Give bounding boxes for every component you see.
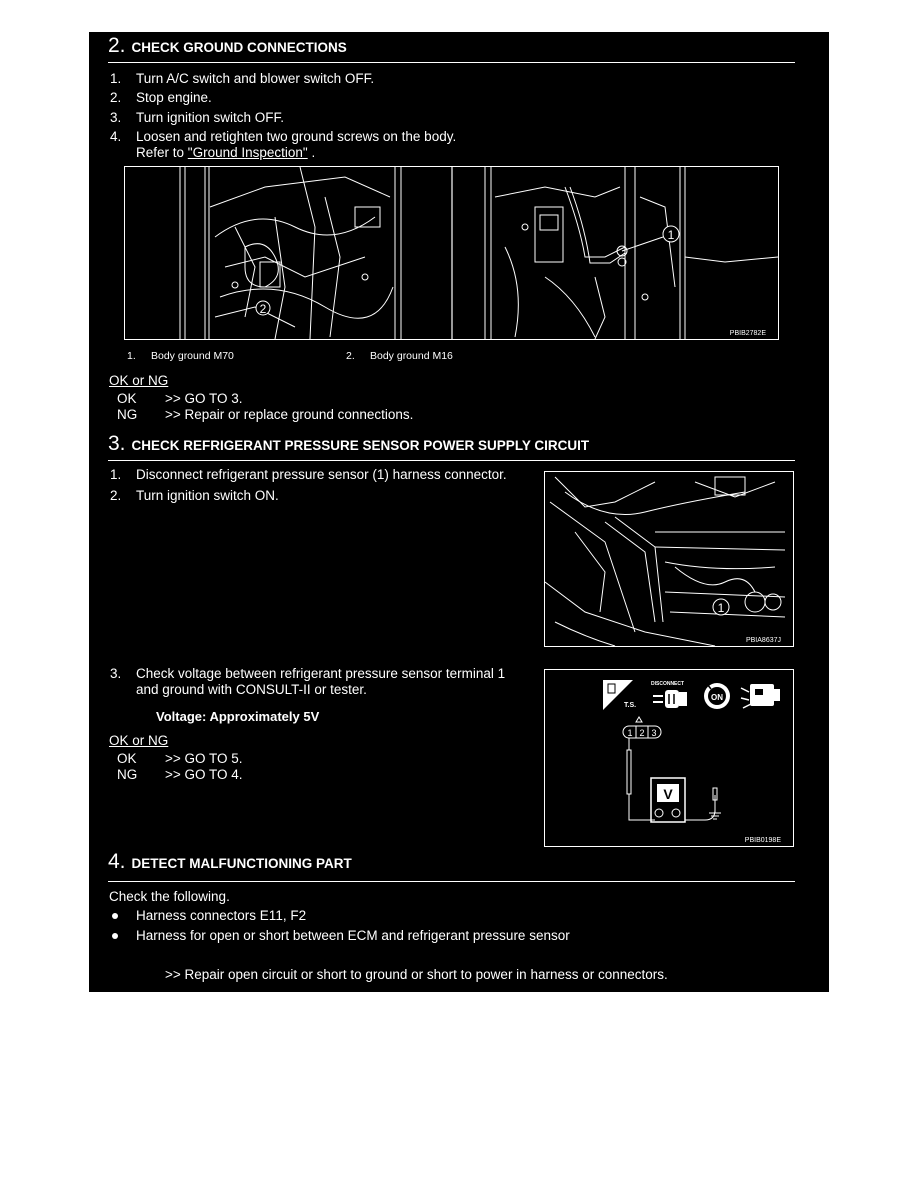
section-4-rule (108, 881, 795, 882)
voltage-check-drawing: T.S. DISCONNECT ON (603, 680, 780, 823)
manual-page: 2. CHECK GROUND CONNECTIONS 1. Turn A/C s… (89, 32, 829, 992)
terminal-2-label: 2 (639, 728, 644, 738)
s3-step-1-number: 1. (110, 467, 122, 482)
s3-ng-label: NG (117, 767, 138, 782)
section-4-title: DETECT MALFUNCTIONING PART (131, 856, 352, 871)
meter-wiring (626, 738, 721, 821)
figure-callout-2: 2 (260, 302, 267, 316)
section-3-heading: 3. CHECK REFRIGERANT PRESSURE SENSOR POWE… (108, 432, 589, 456)
s4-intro: Check the following. (109, 889, 230, 904)
section-3-rule (108, 460, 795, 461)
s3-step-3-number: 3. (110, 666, 122, 681)
section-2-number: 2. (108, 34, 126, 57)
figure-id-pbia8637j: PBIA8637J (745, 637, 781, 644)
section-4-number: 4. (108, 850, 126, 873)
voltage-spec: Voltage: Approximately 5V (156, 709, 320, 724)
s4-bullet-1: Harness connectors E11, F2 (136, 908, 307, 923)
s2-step-1: Turn A/C switch and blower switch OFF. (136, 71, 375, 86)
figure-callout-1: 1 (668, 228, 675, 242)
s2-refer-line: Refer to "Ground Inspection" . (136, 144, 315, 161)
s2-ng-label: NG (117, 407, 138, 422)
s2-step-4-number: 4. (110, 129, 122, 144)
sensor-callout-1: 1 (718, 601, 725, 615)
sensor-location-figure: 1 PBIA8637J (544, 471, 794, 647)
terminal-1-label: 1 (627, 728, 632, 738)
bullet-2 (112, 933, 118, 939)
s2-refer-suffix: . (307, 145, 316, 160)
ground-inspection-link[interactable]: "Ground Inspection" (187, 145, 308, 160)
voltmeter-label: V (663, 786, 673, 802)
s2-step-3-number: 3. (110, 110, 122, 125)
caption-2-text: Body ground M16 (370, 350, 453, 362)
s3-step-1: Disconnect refrigerant pressure sensor (… (136, 467, 507, 482)
sensor-connector (622, 716, 662, 739)
s3-step-2: Turn ignition switch ON. (136, 488, 279, 503)
ignition-on-icon: ON (704, 683, 730, 709)
s4-result: >> Repair open circuit or short to groun… (165, 967, 668, 982)
section-3-title: CHECK REFRIGERANT PRESSURE SENSOR POWER … (131, 438, 590, 453)
ts-icon: T.S. (603, 680, 636, 710)
sensor-location-drawing: 1 (545, 476, 786, 646)
figure-id-pbib0198e: PBIB0198E (744, 837, 781, 844)
ts-icon-label: T.S. (624, 702, 636, 709)
s3-ng-result: >> GO TO 4. (165, 767, 243, 782)
disconnect-icon-label: DISCONNECT (651, 681, 684, 687)
s2-step-2-number: 2. (110, 90, 122, 105)
figure-id-pbib2782e: PBIB2782E (729, 330, 766, 337)
s3-ok-label: OK (117, 751, 137, 766)
s2-refer-prefix: Refer to (136, 145, 188, 160)
connector-icon (740, 684, 780, 709)
section-2-title: CHECK GROUND CONNECTIONS (131, 40, 347, 55)
s2-step-1-number: 1. (110, 71, 122, 86)
disconnect-icon: DISCONNECT (651, 681, 687, 708)
s3-ok-ng-heading: OK or NG (109, 733, 169, 748)
voltage-check-figure: T.S. DISCONNECT ON (544, 669, 794, 847)
caption-1-text: Body ground M70 (151, 350, 234, 362)
s3-step-3-line-2: and ground with CONSULT-II or tester. (136, 682, 367, 697)
s3-ok-result: >> GO TO 5. (165, 751, 243, 766)
caption-1-number: 1. (127, 350, 136, 362)
s2-ok-label: OK (117, 391, 137, 406)
section-3-number: 3. (108, 432, 126, 455)
ground-location-drawing: 1 2 (179, 167, 778, 339)
s2-ok-ng-heading: OK or NG (109, 373, 169, 388)
section-4-heading: 4. DETECT MALFUNCTIONING PART (108, 850, 352, 874)
caption-2-number: 2. (346, 350, 355, 362)
s2-ng-result: >> Repair or replace ground connections. (165, 407, 414, 422)
section-2-heading: 2. CHECK GROUND CONNECTIONS (108, 34, 347, 58)
s2-ok-result: >> GO TO 3. (165, 391, 243, 406)
s4-bullet-2: Harness for open or short between ECM an… (136, 928, 570, 943)
voltmeter-icon: V (650, 777, 686, 823)
terminal-3-label: 3 (651, 728, 656, 738)
s2-step-2: Stop engine. (136, 90, 212, 105)
s3-step-2-number: 2. (110, 488, 122, 503)
bullet-1 (112, 913, 118, 919)
s3-step-3-line-1: Check voltage between refrigerant pressu… (136, 666, 506, 681)
s2-step-4: Loosen and retighten two ground screws o… (136, 129, 457, 144)
section-2-rule (108, 62, 795, 63)
ground-location-figure: 1 2 PBIB2782E (124, 166, 779, 340)
ignition-on-label: ON (711, 693, 723, 702)
s2-step-3: Turn ignition switch OFF. (136, 110, 285, 125)
